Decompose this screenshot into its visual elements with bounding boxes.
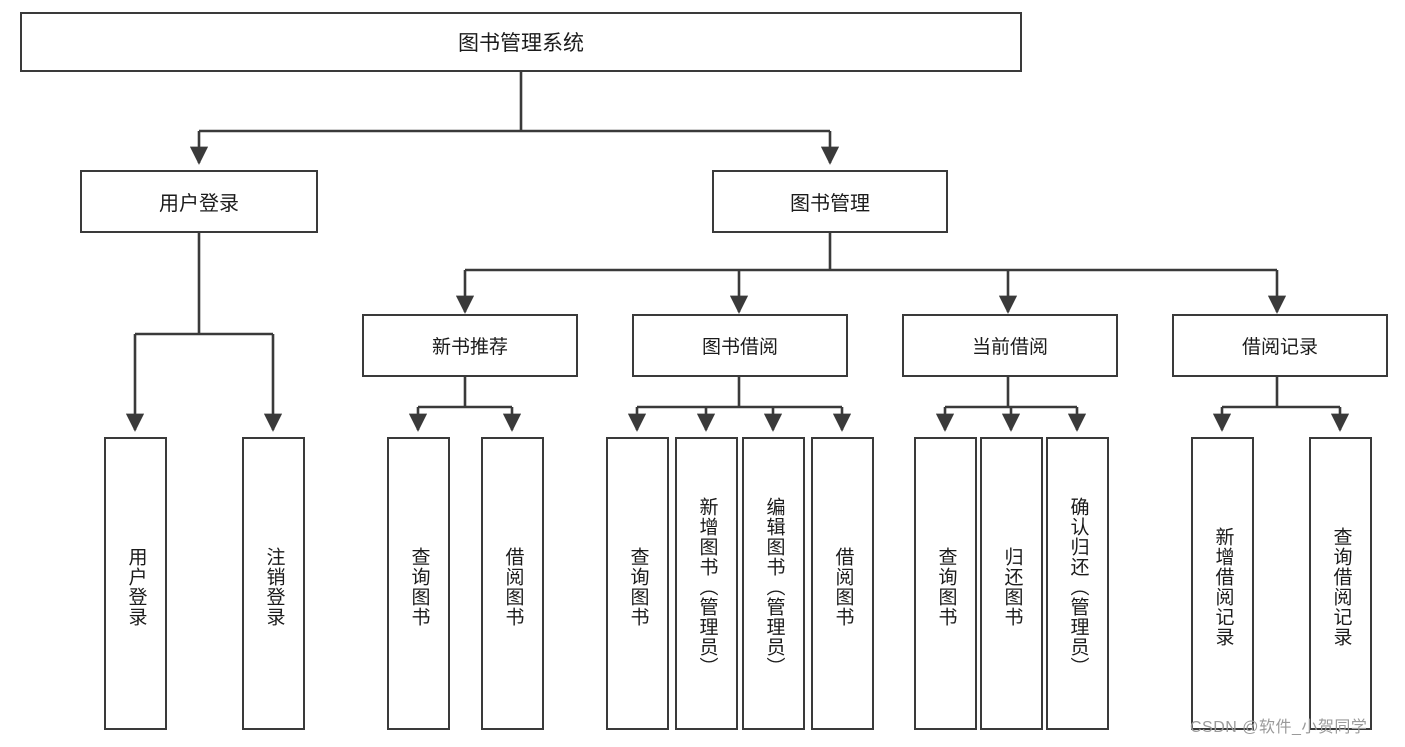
leaf-book-borrow-borrow-books[interactable]: 借阅图书 <box>811 437 874 730</box>
node-label: 查询图书 <box>408 546 430 627</box>
leaf-current-borrow-return-books[interactable]: 归还图书 <box>980 437 1043 730</box>
node-borrowing-records[interactable]: 借阅记录 <box>1172 314 1388 377</box>
node-label: 借阅图书 <box>832 546 854 627</box>
node-root-book-management-system[interactable]: 图书管理系统 <box>20 12 1022 72</box>
node-label: 图书管理系统 <box>458 32 584 55</box>
node-label: 归还图书 <box>1001 546 1023 627</box>
leaf-user-login-login[interactable]: 用户登录 <box>104 437 167 730</box>
node-label: 图书管理 <box>790 193 870 215</box>
leaf-book-borrow-query-books[interactable]: 查询图书 <box>606 437 669 730</box>
node-current-borrowing[interactable]: 当前借阅 <box>902 314 1118 377</box>
leaf-current-borrow-confirm-return-admin[interactable]: 确认归还（管理员） <box>1046 437 1109 730</box>
leaf-new-book-borrow-books[interactable]: 借阅图书 <box>481 437 544 730</box>
node-label: 查询图书 <box>935 546 957 627</box>
node-label: 查询借阅记录 <box>1330 526 1352 647</box>
watermark-text: CSDN @软件_小贺同学 <box>1190 719 1368 736</box>
leaf-new-book-query-books[interactable]: 查询图书 <box>387 437 450 730</box>
node-label: 借阅图书 <box>502 546 524 627</box>
node-user-login[interactable]: 用户登录 <box>80 170 318 233</box>
leaf-borrow-record-query-record[interactable]: 查询借阅记录 <box>1309 437 1372 730</box>
leaf-borrow-record-add-record[interactable]: 新增借阅记录 <box>1191 437 1254 730</box>
node-label: 查询图书 <box>627 546 649 627</box>
leaf-book-borrow-add-book-admin[interactable]: 新增图书（管理员） <box>675 437 738 730</box>
node-label: 新增借阅记录 <box>1212 526 1234 647</box>
node-label: 确认归还（管理员） <box>1067 496 1089 677</box>
node-label: 用户登录 <box>125 546 147 627</box>
node-label: 借阅记录 <box>1241 337 1318 358</box>
node-label: 新增图书（管理员） <box>696 496 718 677</box>
node-label: 新书推荐 <box>431 337 508 358</box>
node-label: 图书借阅 <box>701 337 778 358</box>
node-new-book-recommendation[interactable]: 新书推荐 <box>362 314 578 377</box>
node-book-borrowing[interactable]: 图书借阅 <box>632 314 848 377</box>
leaf-user-login-logout[interactable]: 注销登录 <box>242 437 305 730</box>
node-label: 用户登录 <box>159 193 239 215</box>
node-label: 注销登录 <box>263 546 285 627</box>
leaf-book-borrow-edit-book-admin[interactable]: 编辑图书（管理员） <box>742 437 805 730</box>
node-book-management[interactable]: 图书管理 <box>712 170 948 233</box>
node-label: 当前借阅 <box>971 337 1048 358</box>
leaf-current-borrow-query-books[interactable]: 查询图书 <box>914 437 977 730</box>
node-label: 编辑图书（管理员） <box>763 496 785 677</box>
